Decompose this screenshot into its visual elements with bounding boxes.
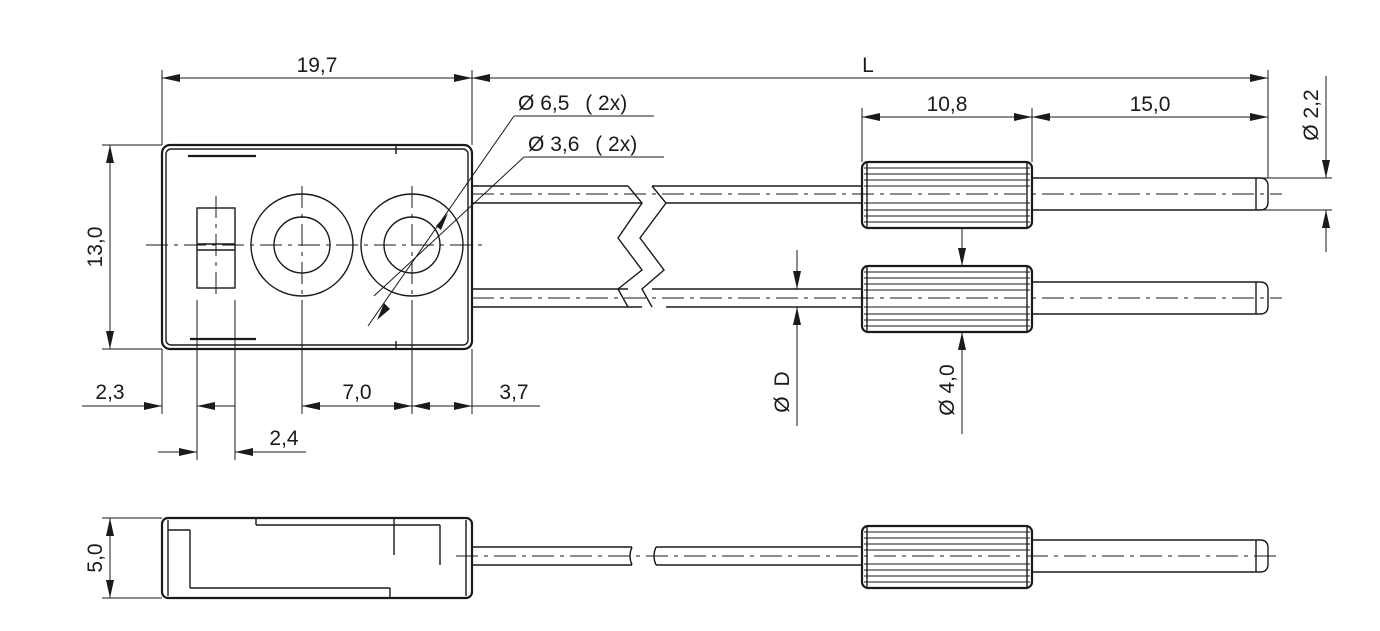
dimension-offset-right: 3,7 (412, 349, 540, 414)
sensor-body-front-view (146, 143, 488, 351)
tip-side-view (1032, 539, 1269, 573)
dimension-width-body-label: 19,7 (297, 54, 338, 77)
dimension-offset-left-label: 2,3 (95, 381, 124, 404)
dimension-hole-large: Ø 6,5 ( 2x) (367, 92, 654, 327)
dimension-slot-width: 2,4 (158, 300, 306, 460)
dimension-thickness-label: 5,0 (84, 543, 107, 572)
svg-text:Ø 4,0: Ø 4,0 (936, 364, 959, 415)
dimension-hole-small: Ø 3,6 ( 2x) (373, 133, 664, 297)
dimension-tip-length: 15,0 (1032, 93, 1268, 121)
dimension-sleeve-length: 10,8 (861, 93, 1033, 162)
dimension-length-label: L (862, 54, 874, 77)
tip-lower (1032, 281, 1269, 315)
dimension-thickness: 5,0 (84, 517, 162, 599)
dimension-hole-pitch: 7,0 (301, 304, 413, 414)
dimension-tip-diameter: Ø 2,2 (1262, 76, 1332, 252)
dimension-slot-width-label: 2,4 (269, 427, 299, 450)
sensor-body-side-view (160, 516, 474, 600)
dimension-sleeve-diameter: Ø 4,0 (936, 228, 966, 434)
dimension-offset-left: 2,3 (82, 300, 235, 460)
diameter-symbol: Ø (771, 396, 794, 412)
diameter-symbol: Ø (528, 133, 544, 156)
diameter-symbol: Ø (518, 92, 534, 115)
dimension-hole-small-label: 3,6 (550, 133, 579, 156)
dimension-sleeve-length-label: 10,8 (927, 93, 968, 116)
dimension-hole-small-qty: ( 2x) (595, 133, 637, 156)
dimension-hole-pitch-label: 7,0 (342, 381, 371, 404)
dimension-length: L (472, 54, 1269, 178)
dimension-cable-diameter: Ø D (771, 250, 801, 426)
dimension-width-body: 19,7 (161, 54, 473, 145)
dimension-offset-right-label: 3,7 (499, 381, 528, 404)
fiber-cables-front-view (472, 185, 1282, 308)
fiber-cable-side-view (456, 546, 1282, 566)
dimension-sleeve-diameter-label: 4,0 (936, 364, 959, 393)
svg-text:Ø 6,5 ( 2x): Ø 6,5 ( 2x) (518, 92, 627, 115)
dimension-tip-length-label: 15,0 (1130, 93, 1171, 116)
dimension-hole-large-label: 6,5 (540, 92, 569, 115)
dimension-height-body-label: 13,0 (84, 227, 107, 268)
svg-text:Ø 2,2: Ø 2,2 (1300, 89, 1323, 140)
diameter-symbol: Ø (936, 399, 959, 415)
sleeve-side-view (860, 524, 1034, 590)
svg-text:Ø D: Ø D (771, 371, 794, 412)
sleeve-lower (860, 264, 1034, 334)
dimension-cable-diameter-label: D (771, 371, 794, 386)
dimension-height-body: 13,0 (84, 144, 162, 350)
dimension-tip-diameter-label: 2,2 (1300, 89, 1323, 118)
diameter-symbol: Ø (1300, 124, 1323, 140)
svg-text:Ø 3,6 ( 2x): Ø 3,6 ( 2x) (528, 133, 637, 156)
sleeve-upper (860, 160, 1034, 230)
dimension-hole-large-qty: ( 2x) (585, 92, 627, 115)
